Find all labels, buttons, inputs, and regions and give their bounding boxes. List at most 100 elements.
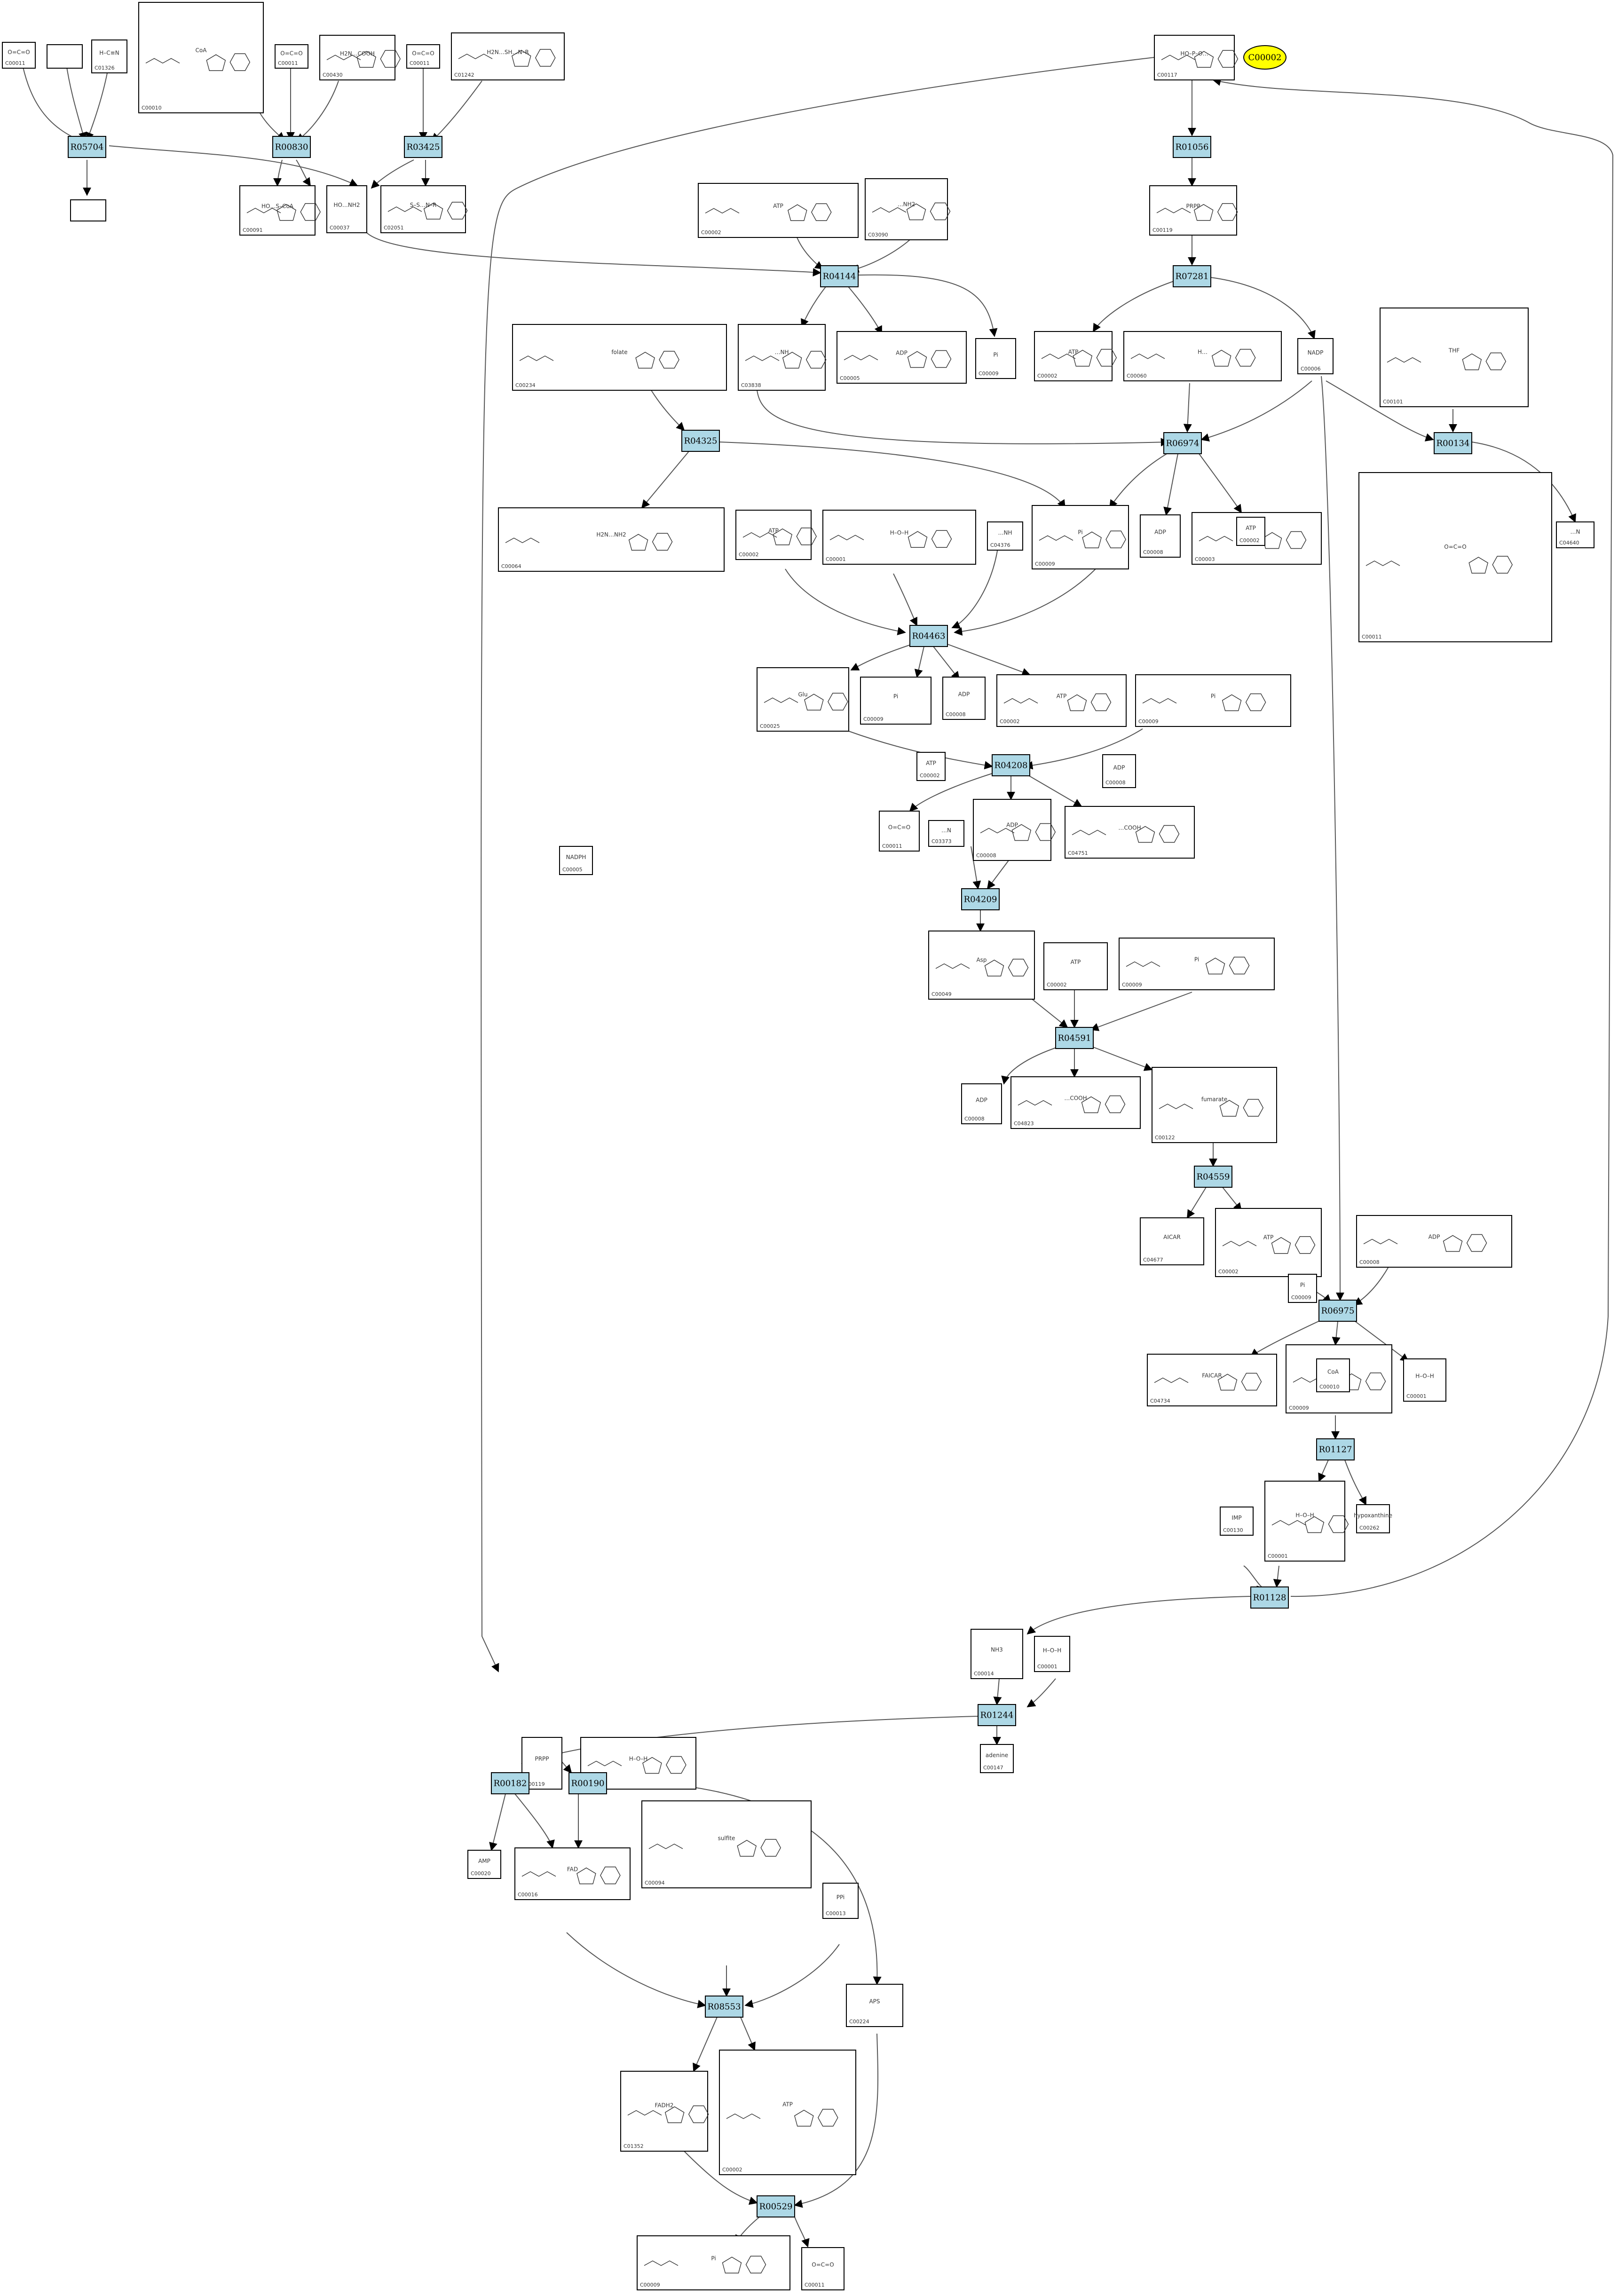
reaction-node[interactable]: R03425 [404, 136, 442, 158]
reaction-node[interactable]: R04559 [1194, 1166, 1232, 1188]
reaction-node[interactable]: R07281 [1173, 265, 1211, 287]
reaction-node[interactable]: R08553 [705, 1996, 743, 2018]
reaction-node[interactable]: R04209 [961, 888, 1000, 910]
reaction-node[interactable]: R06974 [1163, 432, 1202, 454]
reaction-node[interactable]: R04325 [681, 430, 720, 452]
reaction-node[interactable]: R01127 [1316, 1438, 1355, 1460]
reaction-node[interactable]: R04208 [992, 754, 1030, 776]
compound-node[interactable]: HO–P–O…C00117 [1154, 35, 1239, 80]
reaction-node[interactable]: R01128 [1250, 1586, 1289, 1609]
compound-node[interactable] [70, 199, 106, 221]
reaction-node[interactable]: R04463 [909, 625, 948, 647]
reaction-node[interactable]: R06975 [1318, 1300, 1357, 1322]
compound-node[interactable]: H…C00060 [1123, 331, 1282, 381]
reaction-node[interactable]: R00529 [757, 2195, 795, 2217]
reaction-node[interactable]: R04144 [820, 265, 859, 287]
reaction-node[interactable]: R05704 [68, 136, 106, 158]
reaction-node[interactable]: R01244 [978, 1704, 1016, 1726]
compound-box [987, 521, 1023, 551]
compound-label: C00002 [722, 2167, 742, 2173]
reaction-node[interactable]: R00190 [568, 1772, 607, 1794]
reaction-node[interactable]: R00182 [491, 1772, 529, 1794]
reaction-node[interactable]: R01056 [1173, 136, 1211, 158]
reaction-node[interactable]: R04591 [1055, 1027, 1094, 1049]
reaction-node[interactable]: R00830 [272, 136, 311, 158]
reaction-node[interactable]: R00134 [1434, 432, 1472, 454]
compound-label: C04677 [1143, 1257, 1163, 1263]
compound-node[interactable] [47, 44, 83, 69]
